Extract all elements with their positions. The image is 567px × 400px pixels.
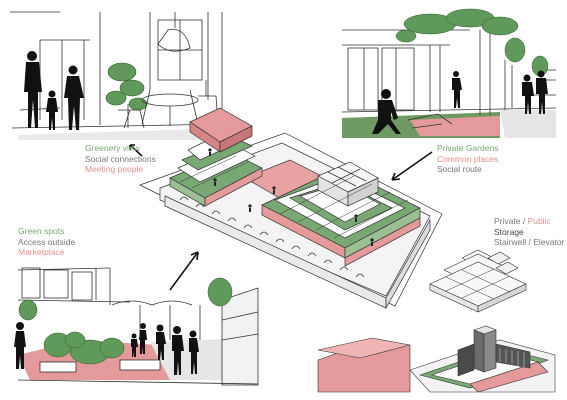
- label-social-connections: Social connections: [85, 153, 156, 164]
- label-private-public: Private / Public: [494, 216, 564, 227]
- arrows: [129, 144, 433, 291]
- label-group-modules: Private / Public Storage Stairwell / Ele…: [494, 216, 564, 248]
- label-group-gardens: Private Gardens Common places Social rou…: [437, 143, 498, 175]
- arrow-to-interior: [129, 144, 143, 157]
- trees-marketplace: [18, 277, 233, 365]
- label-access-outside: Access outside: [18, 236, 76, 247]
- label-greenery-view: Greenery view: [85, 143, 140, 153]
- label-stairwell-elevator: Stairwell / Elevator: [494, 237, 565, 247]
- label-group-marketplace: Green spots Access outside Marketplace: [18, 226, 75, 258]
- sketch-modules-exploded: [429, 249, 527, 313]
- people-silhouettes-gardens: [372, 70, 548, 134]
- label-common-places: Common places: [437, 153, 499, 164]
- axonometric-building: [139, 107, 443, 310]
- label-storage: Storage: [494, 226, 524, 237]
- tree-canopy-private-gardens: [395, 8, 549, 77]
- label-private-gardens: Private Gardens: [437, 143, 499, 153]
- label-private: Private: [494, 216, 521, 226]
- label-meeting-people: Meeting people: [85, 164, 144, 174]
- people-silhouettes-marketplace: [14, 322, 199, 375]
- label-marketplace: Marketplace: [18, 247, 65, 257]
- label-group-interior: Greenery view Social connections Meeting…: [85, 143, 156, 175]
- label-public: Public: [527, 216, 551, 226]
- people-silhouettes-interior: [24, 51, 84, 130]
- label-social-route: Social route: [437, 164, 482, 174]
- label-green-spots: Green spots: [18, 226, 65, 236]
- label-separator: /: [520, 216, 528, 226]
- sketch-building-section: [317, 325, 556, 393]
- arrow-to-gardens: [391, 151, 433, 181]
- arrow-to-marketplace: [169, 251, 199, 291]
